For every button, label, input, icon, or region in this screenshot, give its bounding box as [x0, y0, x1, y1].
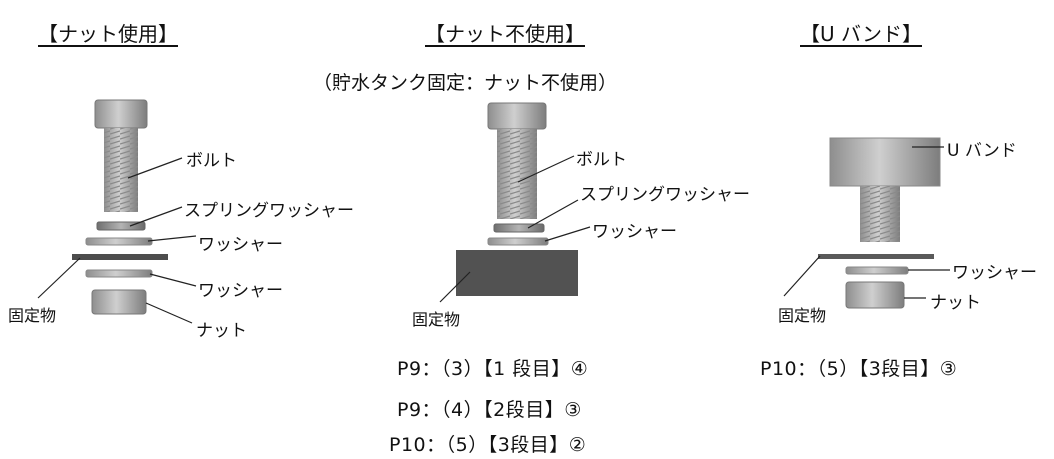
label-nut: ナット — [196, 321, 247, 341]
fixed-plate — [818, 254, 934, 259]
nut — [91, 289, 147, 315]
label-spring-washer: スプリングワッシャー — [184, 201, 354, 221]
label-bolt: ボルト — [576, 150, 627, 170]
bolt-head — [487, 102, 547, 130]
section-title-u-band: 【U バンド】 — [800, 22, 922, 46]
section-title-nut-used: 【ナット使用】 — [38, 22, 178, 46]
bolt-head — [94, 99, 148, 129]
bolt-with-nut-assembly — [72, 99, 168, 315]
label-washer-top: ワッシャー — [198, 235, 283, 255]
nut — [845, 281, 905, 309]
label-fixed-object: 固定物 — [8, 306, 57, 325]
section-title-nut-not-used: 【ナット不使用】 — [425, 22, 585, 46]
washer — [487, 237, 549, 246]
u-band-block — [829, 137, 941, 187]
label-washer: ワッシャー — [952, 263, 1037, 283]
bolt-without-nut-assembly — [456, 102, 578, 296]
top-washer — [85, 237, 153, 246]
label-bolt: ボルト — [186, 151, 237, 171]
label-nut: ナット — [930, 293, 981, 313]
reference-text: P9：（4）【2段目】③ — [397, 399, 582, 421]
label-fixed-object: 固定物 — [412, 310, 461, 329]
label-u-band: U バンド — [947, 141, 1017, 161]
label-washer: ワッシャー — [592, 222, 677, 242]
u-band-assembly — [818, 137, 941, 309]
label-washer-bottom: ワッシャー — [198, 281, 283, 301]
leader-lines-2 — [439, 155, 591, 303]
spring-washer — [96, 221, 146, 231]
leader-lines-1 — [37, 157, 197, 324]
washer — [845, 266, 909, 275]
fixed-plate — [72, 254, 168, 260]
tank-block — [456, 250, 578, 296]
label-spring-washer: スプリングワッシャー — [580, 185, 750, 205]
bottom-washer — [85, 269, 153, 278]
reference-text: P10：（5）【3段目】② — [389, 434, 587, 456]
reference-text: P9：（3）【1 段目】④ — [397, 358, 589, 380]
leader-lines-3 — [783, 146, 950, 299]
label-fixed-object: 固定物 — [778, 306, 827, 325]
spring-washer — [493, 223, 545, 233]
reference-text: P10：（5）【3段目】③ — [760, 358, 958, 380]
section-subtitle-tank: （貯水タンク固定：ナット不使用） — [313, 72, 618, 94]
